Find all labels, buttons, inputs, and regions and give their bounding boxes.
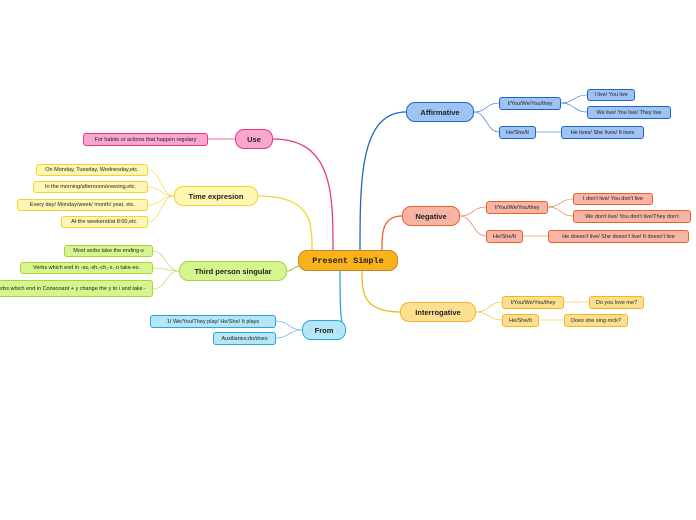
connector-time-item — [147, 186, 175, 197]
use-item[interactable]: For habits or actions that happen regula… — [83, 133, 208, 146]
connector-interrogative-group — [475, 311, 503, 321]
connector-time-item — [147, 169, 175, 197]
connector-affirmative-item — [560, 102, 588, 113]
connector-third-item — [152, 267, 180, 272]
interrogative-item[interactable]: Do you love me? — [589, 296, 644, 309]
connector-negative-group — [459, 206, 487, 217]
connector-time-item — [147, 195, 175, 223]
time-item[interactable]: On Monday, Tuesday, Wednesday,etc. — [36, 164, 148, 176]
topic-interrogative[interactable]: Interrogative — [400, 302, 476, 322]
connector-use — [272, 138, 334, 251]
affirmative-item[interactable]: We live/ You live/ They live — [587, 106, 671, 119]
connector-negative — [381, 215, 403, 251]
interrogative-item[interactable]: Does she sing rock? — [564, 314, 628, 327]
connector-from-item — [275, 320, 303, 331]
connector-interrogative — [361, 270, 401, 313]
negative-item[interactable]: We don't live/ You don't live/They don't — [573, 210, 691, 223]
connector-time — [257, 195, 313, 251]
connector-affirmative-item — [560, 94, 588, 104]
topic-time-expression[interactable]: Time expresion — [174, 186, 258, 206]
negative-group-he-she-it[interactable]: He/She/It — [486, 230, 523, 243]
topic-from[interactable]: From — [302, 320, 346, 340]
time-item[interactable]: Every day/ Monday/week/ month/ year, etc… — [17, 199, 148, 211]
affirmative-item[interactable]: He lives/ She lives/ It lives — [561, 126, 644, 139]
negative-item[interactable]: I don't live/ You don't live — [573, 193, 653, 205]
time-item[interactable]: In the morning/afternoon/evening,etc. — [33, 181, 148, 193]
interrogative-group-he-she-it[interactable]: He/She/It — [502, 314, 539, 327]
affirmative-group-he-she-it[interactable]: He/She/It — [499, 126, 536, 139]
topic-negative[interactable]: Negative — [402, 206, 460, 226]
connector-third-item — [152, 250, 180, 272]
third-person-item[interactable]: Verbs which end in Consonant + y change … — [0, 280, 153, 297]
connector-third-item — [152, 270, 180, 290]
connector-interrogative-group — [475, 301, 503, 313]
time-item[interactable]: At the weekend/at 8:00,etc. — [61, 216, 148, 228]
negative-group-i-you-we-they[interactable]: I/You/We/You/they — [486, 201, 548, 214]
third-person-item[interactable]: Verbs which end in -ss,-sh,-ch,-x,-o tak… — [20, 262, 153, 274]
connector-negative-item — [547, 206, 574, 217]
affirmative-group-i-you-we-they[interactable]: I/You/We/You/they — [499, 97, 561, 110]
connector-affirmative-group — [473, 102, 500, 113]
topic-third-person-singular[interactable]: Third person singular — [179, 261, 287, 281]
connector-negative-item — [547, 198, 574, 208]
connector-affirmative — [359, 111, 407, 251]
third-person-item[interactable]: Most verbs take the ending-s — [64, 245, 153, 257]
interrogative-group-i-you-we-they[interactable]: I/You/We/You/they — [502, 296, 564, 309]
connector-time-item — [147, 195, 175, 206]
connector-affirmative-group — [473, 111, 500, 133]
connector-from-item — [275, 329, 303, 339]
topic-affirmative[interactable]: Affirmative — [406, 102, 474, 122]
topic-use[interactable]: Use — [235, 129, 273, 149]
from-item[interactable]: 1/ We/You/They play/ He/She/ It plays — [150, 315, 276, 328]
connector-third — [286, 265, 301, 272]
connector-negative-group — [459, 215, 487, 237]
from-item[interactable]: Auxiliaries:do/does — [213, 332, 276, 345]
affirmative-item[interactable]: I live/ You live — [587, 89, 635, 101]
central-topic[interactable]: Present Simple — [298, 250, 398, 271]
negative-item[interactable]: He doesn't live/ She doesn't live/ It do… — [548, 230, 689, 243]
